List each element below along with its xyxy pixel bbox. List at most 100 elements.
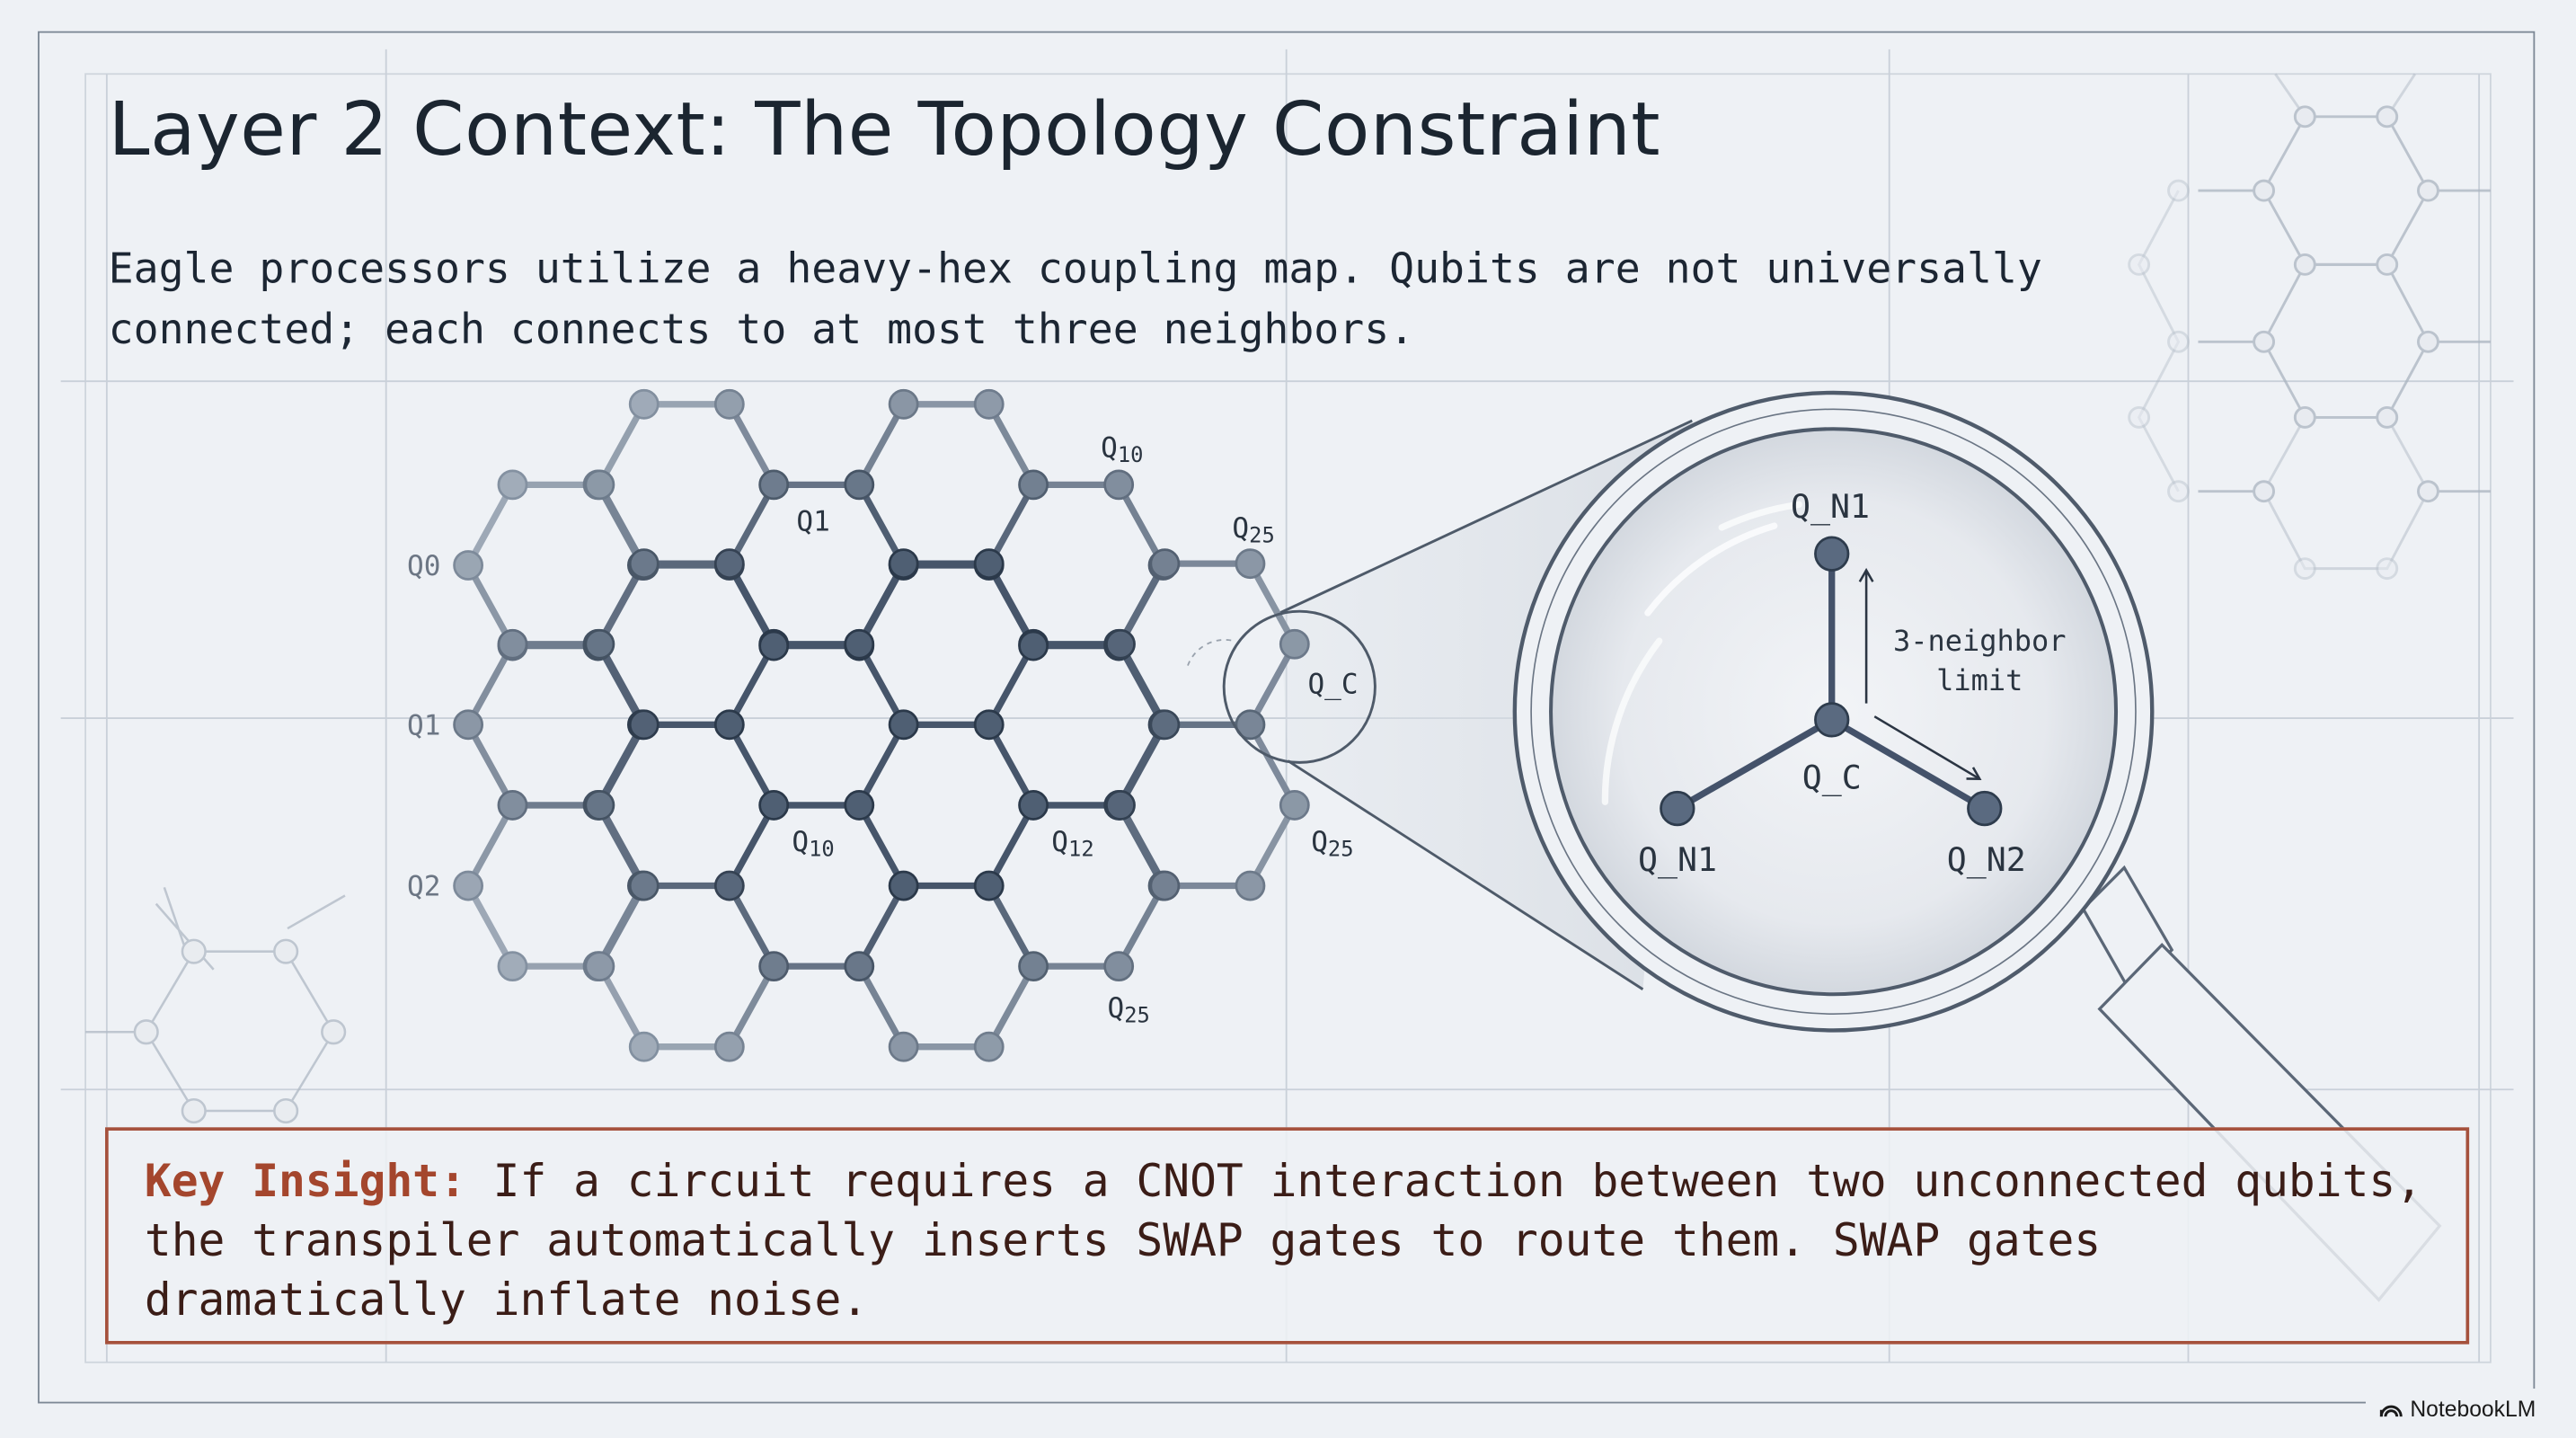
coupling-edge (726, 964, 777, 1049)
qubit-node (758, 630, 790, 661)
qubit-node (973, 709, 1005, 741)
qubit-node (1103, 951, 1135, 982)
qubit-node (1018, 469, 1049, 501)
qubit-node-n1-left (1660, 790, 1695, 827)
coupling-edge (856, 803, 907, 888)
qubit-node (888, 1031, 919, 1062)
qubit-node (584, 628, 615, 660)
qubit-label: Q1 (796, 506, 829, 538)
qubit-node (628, 388, 659, 420)
qubit-node (1103, 469, 1135, 501)
qubit-node (1105, 790, 1136, 821)
qubit-node (628, 1031, 659, 1062)
sketch-hex-decoration (85, 886, 347, 1124)
qubit-node-n1-top (1814, 536, 1850, 572)
qubit-node (628, 548, 659, 580)
coupling-edge (1247, 562, 1298, 646)
coupling-edge (597, 964, 647, 1049)
qubit-node (628, 709, 659, 741)
qubit-node (1018, 790, 1049, 821)
coupling-edge (986, 723, 1037, 807)
coupling-edge (726, 723, 777, 807)
coupling-edge (726, 803, 777, 888)
coupling-edge (1247, 723, 1298, 807)
qubit-node (584, 951, 615, 982)
coupling-edge (986, 883, 1037, 968)
qubit-label: Q25 (1311, 826, 1353, 861)
qubit-node (584, 790, 615, 821)
focus-qubit-label: Q_C (1307, 669, 1358, 701)
qubit-node (713, 388, 745, 420)
key-insight-box: Key Insight: If a circuit requires a CNO… (105, 1127, 2470, 1345)
coupling-edge (986, 403, 1037, 487)
qubit-label: Q25 (1232, 512, 1274, 547)
qubit-node (1149, 709, 1181, 741)
decorative-hex-pattern (2128, 73, 2491, 581)
qubit-node (453, 550, 484, 581)
qubit-node (888, 548, 919, 580)
qubit-node (844, 469, 875, 501)
three-neighbor-diagram: Q_N1 Q_C Q_N1 Q_N2 3-neighbor limit (1638, 487, 2067, 880)
coupling-edge (726, 403, 777, 487)
arrow-diagonal-icon (1873, 715, 1982, 780)
qubit-node (1149, 870, 1181, 901)
key-insight-label: Key Insight: (144, 1157, 466, 1208)
label-right-q-n2: Q_N2 (1947, 840, 2026, 880)
coupling-edge (465, 483, 516, 567)
qubit-node (1105, 628, 1136, 660)
watermark-label: NotebookLM (2410, 1396, 2536, 1421)
qubit-node (1235, 709, 1266, 741)
coupling-edge (856, 964, 907, 1049)
key-insight-body: If a circuit requires a CNOT interaction… (144, 1157, 2423, 1327)
coupling-edge (856, 883, 907, 968)
coupling-edge (856, 723, 907, 807)
qubit-node (973, 870, 1005, 901)
coupling-edge (465, 803, 516, 888)
qubit-node-n2-right (1967, 790, 2003, 827)
qubit-label: Q10 (1101, 431, 1143, 466)
coupling-edge (465, 883, 516, 968)
qubit-node (713, 548, 745, 580)
qubit-node (844, 628, 875, 660)
qubit-node (1235, 870, 1266, 901)
notebooklm-watermark: NotebookLM (2365, 1389, 2549, 1428)
coupling-edge (597, 403, 647, 487)
qubit-node (888, 870, 919, 901)
qubit-label: Q2 (407, 870, 440, 902)
coupling-edge (1247, 803, 1298, 888)
qubit-node (973, 548, 1005, 580)
annotation-line-1: 3-neighbor (1893, 624, 2067, 658)
qubit-node (1279, 628, 1310, 660)
key-insight-text: Key Insight: If a circuit requires a CNO… (145, 1154, 2445, 1331)
qubit-node (713, 870, 745, 901)
label-center-q-c: Q_C (1802, 759, 1862, 798)
slide-subtitle: Eagle processors utilize a heavy-hex cou… (108, 243, 2042, 354)
slide-frame (38, 31, 2536, 1404)
qubit-node (758, 951, 790, 982)
notebooklm-logo-icon (2379, 1405, 2403, 1417)
qubit-node (453, 870, 484, 901)
qubit-label: Q12 (1051, 826, 1093, 861)
qubit-node (497, 469, 528, 501)
qubit-node (497, 790, 528, 821)
qubit-node (973, 1031, 1005, 1062)
qubit-node (713, 1031, 745, 1062)
coupling-edge (856, 403, 907, 487)
qubit-node (713, 709, 745, 741)
qubit-node (584, 469, 615, 501)
qubit-node (497, 628, 528, 660)
qubit-node (888, 388, 919, 420)
qubit-node (453, 709, 484, 741)
qubit-node (628, 870, 659, 901)
qubit-node-center (1814, 702, 1850, 738)
qubit-node (1018, 630, 1049, 661)
qubit-node (758, 469, 790, 501)
slide-title: Layer 2 Context: The Topology Constraint (108, 85, 1661, 173)
qubit-node (888, 709, 919, 741)
qubit-node (758, 790, 790, 821)
qubit-node (1018, 951, 1049, 982)
annotation-line-2: limit (1936, 663, 2023, 697)
qubit-node (1235, 548, 1266, 580)
